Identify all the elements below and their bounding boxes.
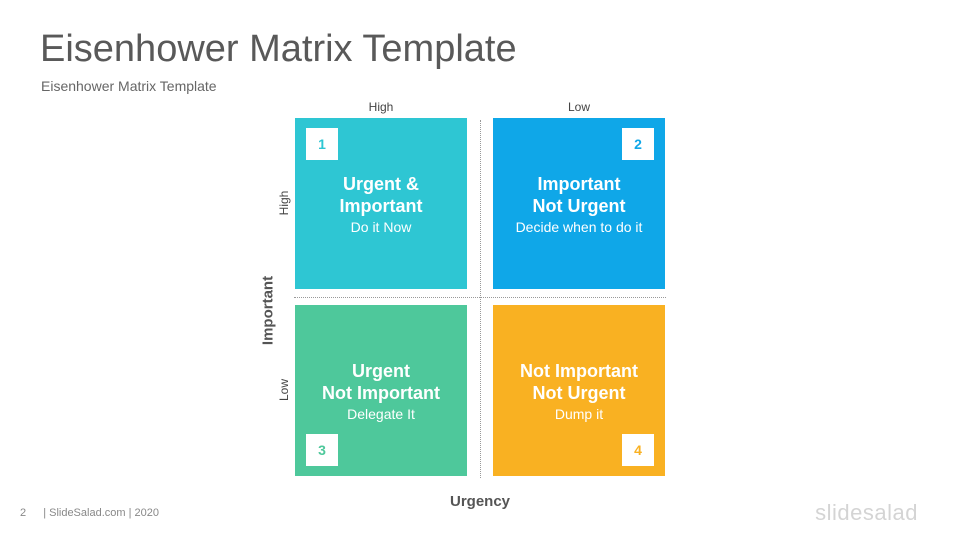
slide-subtitle: Eisenhower Matrix Template xyxy=(41,78,217,94)
column-label-low: Low xyxy=(567,100,590,114)
quadrant-title-line2: Not Urgent xyxy=(532,196,626,216)
quadrant-action: Do it Now xyxy=(350,219,412,235)
horizontal-divider xyxy=(294,297,666,298)
page-number: 2 xyxy=(20,507,27,519)
slide-title: Eisenhower Matrix Template xyxy=(40,28,517,70)
quadrant-4: 4 Not Important Not Urgent Dump it xyxy=(493,305,665,476)
quadrant-title-line1: Urgent xyxy=(352,361,410,381)
quadrant-number-badge: 1 xyxy=(306,128,338,160)
quadrant-number-badge: 2 xyxy=(622,128,654,160)
footer-credit: | SlideSalad.com | 2020 xyxy=(43,507,159,519)
quadrant-3: 3 Urgent Not Important Delegate It xyxy=(295,305,467,476)
quadrant-1: 1 Urgent & Important Do it Now xyxy=(295,118,467,289)
row-label-low: Low xyxy=(277,379,291,402)
quadrant-number-badge: 3 xyxy=(306,434,338,466)
vertical-divider xyxy=(480,120,481,478)
quadrant-text: Urgent Not Important Delegate It xyxy=(295,360,467,423)
quadrant-title-line2: Not Urgent xyxy=(532,383,626,403)
quadrant-action: Dump it xyxy=(554,406,604,422)
quadrant-action: Decide when to do it xyxy=(515,219,643,235)
brand-logo: slidesalad xyxy=(815,500,918,525)
quadrant-action: Delegate It xyxy=(347,406,415,422)
quadrant-title-line1: Urgent & xyxy=(343,174,419,194)
quadrant-title-line2: Important xyxy=(339,196,423,216)
quadrant-2: 2 Important Not Urgent Decide when to do… xyxy=(493,118,665,289)
y-axis-label: Important xyxy=(259,275,277,346)
x-axis-label: Urgency xyxy=(449,493,511,510)
quadrant-title-line1: Not Important xyxy=(520,361,638,381)
quadrant-text: Not Important Not Urgent Dump it xyxy=(493,360,665,423)
column-label-high: High xyxy=(368,100,394,114)
quadrant-title-line2: Not Important xyxy=(322,383,440,403)
quadrant-number-badge: 4 xyxy=(622,434,654,466)
quadrant-text: Urgent & Important Do it Now xyxy=(295,173,467,236)
slide-footer: 2 | SlideSalad.com | 2020 xyxy=(20,507,159,519)
row-label-high: High xyxy=(277,190,291,216)
quadrant-title-line1: Important xyxy=(537,174,621,194)
quadrant-text: Important Not Urgent Decide when to do i… xyxy=(493,173,665,236)
